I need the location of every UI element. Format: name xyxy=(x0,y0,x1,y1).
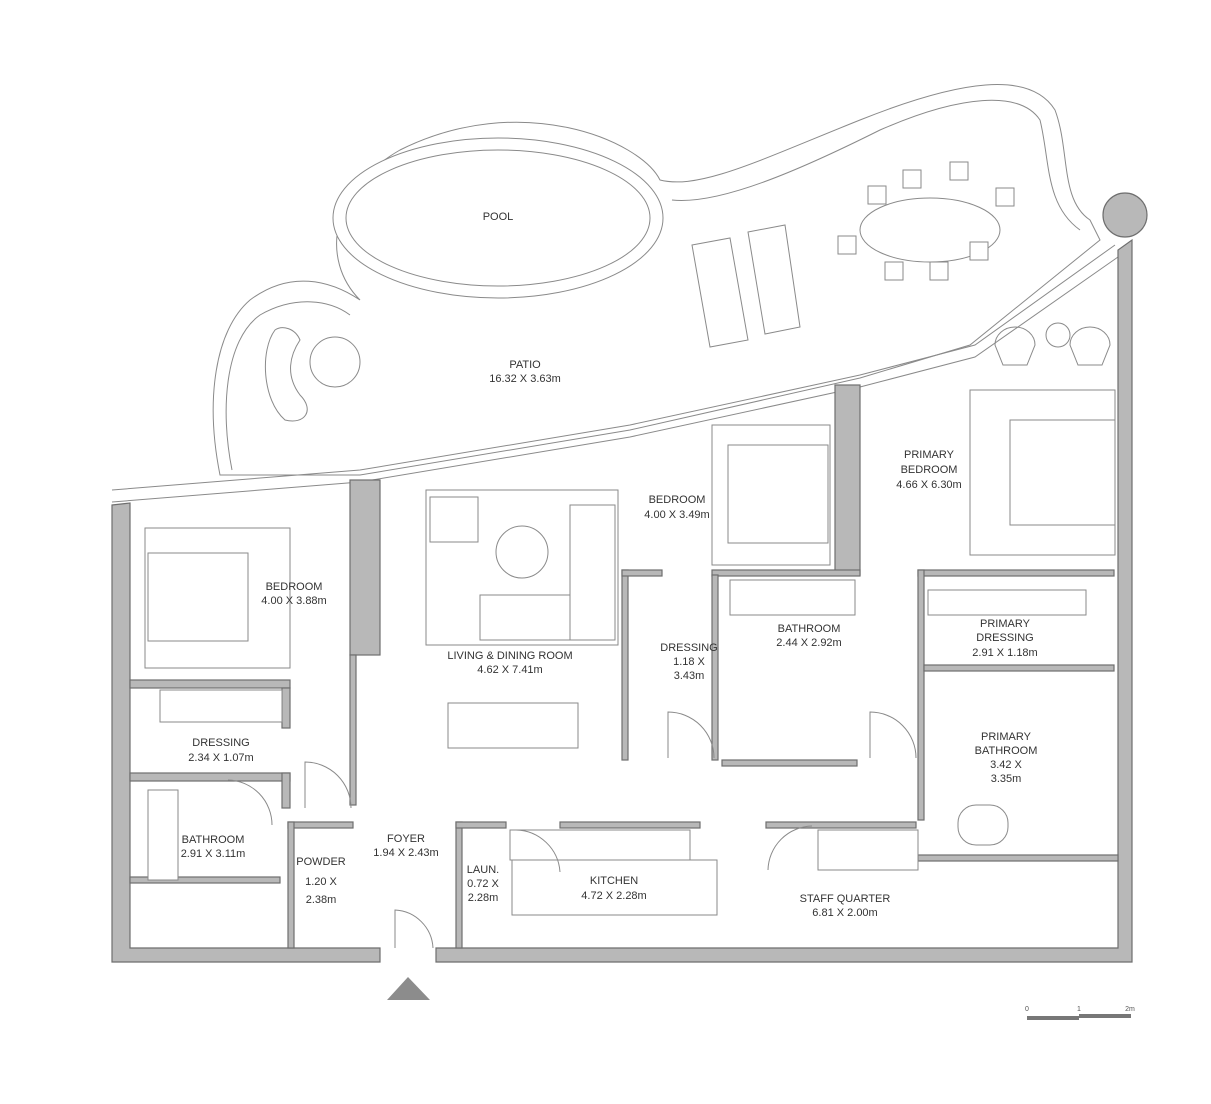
size-staff-quarter: 6.81 X 2.00m xyxy=(812,907,877,919)
size-living: 4.62 X 7.41m xyxy=(477,664,542,676)
label-primary-dressing-2: DRESSING xyxy=(976,632,1033,644)
label-primary-bedroom: PRIMARY xyxy=(904,449,955,461)
size-bathroom-mid: 2.44 X 2.92m xyxy=(776,637,841,649)
label-powder: POWDER xyxy=(296,856,346,868)
label-bathroom-mid: BATHROOM xyxy=(778,623,841,635)
scale-tick-0: 0 xyxy=(1025,1006,1029,1013)
label-primary-bathroom: PRIMARY xyxy=(981,731,1032,743)
furniture xyxy=(144,389,1116,916)
size-bedroom-mid: 4.00 X 3.49m xyxy=(644,509,709,521)
label-bedroom-mid: BEDROOM xyxy=(649,494,706,506)
size-primary-dressing: 2.91 X 1.18m xyxy=(972,647,1037,659)
doors xyxy=(227,711,917,949)
label-bathroom-left: BATHROOM xyxy=(182,834,245,846)
label-staff-quarter: STAFF QUARTER xyxy=(800,893,891,905)
label-primary-dressing: PRIMARY xyxy=(980,618,1031,630)
size-dressing-mid-2: 3.43m xyxy=(674,670,705,682)
label-kitchen: KITCHEN xyxy=(590,875,638,887)
scale-tick-2: 2m xyxy=(1125,1006,1135,1013)
scale-bar: 0 1 2m xyxy=(1025,1006,1135,1020)
size-laundry-2: 2.28m xyxy=(468,892,499,904)
scale-tick-1: 1 xyxy=(1077,1006,1081,1013)
size-patio: 16.32 X 3.63m xyxy=(489,373,561,385)
label-patio: PATIO xyxy=(509,359,541,371)
size-powder: 1.20 X xyxy=(305,876,337,888)
size-bedroom-left: 4.00 X 3.88m xyxy=(261,595,326,607)
column xyxy=(1102,192,1148,238)
sun-loungers xyxy=(691,224,801,348)
size-primary-bedroom: 4.66 X 6.30m xyxy=(896,479,961,491)
size-kitchen: 4.72 X 2.28m xyxy=(581,890,646,902)
size-primary-bathroom: 3.42 X xyxy=(990,759,1022,771)
size-dressing-left: 2.34 X 1.07m xyxy=(188,752,253,764)
size-foyer: 1.94 X 2.43m xyxy=(373,847,438,859)
entrance-arrow-icon xyxy=(387,977,430,1000)
size-laundry: 0.72 X xyxy=(467,878,499,890)
size-dressing-mid: 1.18 X xyxy=(673,656,705,668)
size-bathroom-left: 2.91 X 3.11m xyxy=(181,848,246,860)
label-foyer: FOYER xyxy=(387,833,425,845)
interior-walls xyxy=(129,384,1119,949)
label-laundry: LAUN. xyxy=(467,864,499,876)
label-pool: POOL xyxy=(483,211,514,223)
size-powder-2: 2.38m xyxy=(306,894,337,906)
label-primary-bathroom-2: BATHROOM xyxy=(975,745,1038,757)
patio-outline xyxy=(212,84,1101,476)
label-dressing-left: DRESSING xyxy=(192,737,249,749)
outdoor-chairs xyxy=(837,161,1015,281)
label-dressing-mid: DRESSING xyxy=(660,642,717,654)
size-primary-bathroom-2: 3.35m xyxy=(991,773,1022,785)
label-bedroom-left: BEDROOM xyxy=(266,581,323,593)
outer-wall xyxy=(111,502,381,963)
label-primary-bedroom-2: BEDROOM xyxy=(901,464,958,476)
label-living: LIVING & DINING ROOM xyxy=(447,650,572,662)
